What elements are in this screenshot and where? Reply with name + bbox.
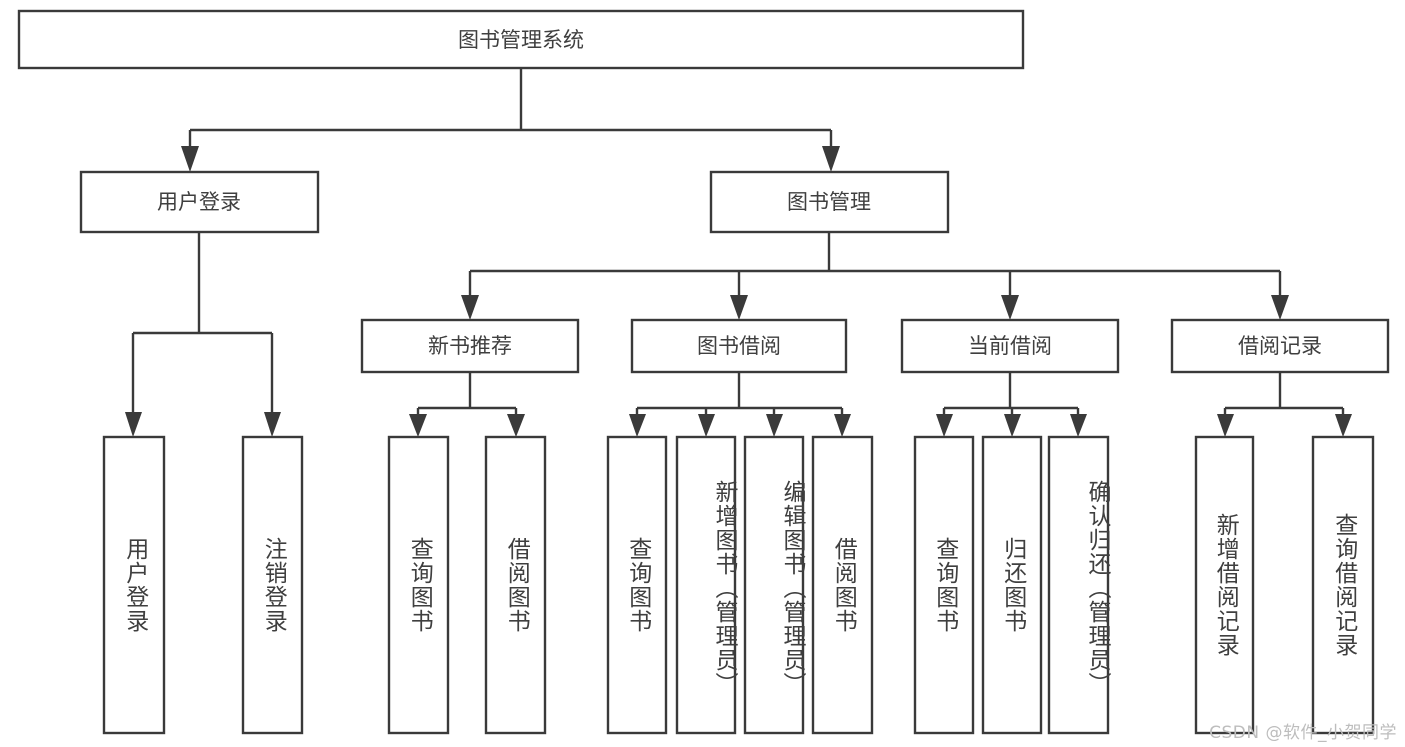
leaf-box-edit-book[interactable] (743, 435, 805, 735)
leaf-box-add-book[interactable] (675, 435, 737, 735)
node-new-book-recommend-box[interactable] (360, 318, 580, 374)
leaf-box-query-book-2[interactable] (606, 435, 668, 735)
node-new-book-recommend-label: 新书推荐 (428, 334, 512, 358)
arrowhead-leaf-confirm-return (1070, 414, 1087, 437)
arrowhead-to-current-borrow (1001, 295, 1019, 320)
arrowhead-leaf-query-book-2 (629, 414, 646, 437)
arrowhead-leaf-borrow-book-1 (507, 414, 525, 437)
node-root-label: 图书管理系统 (458, 28, 584, 52)
arrowhead-leaf-user-logout (264, 412, 281, 437)
arrowhead-leaf-add-book (698, 414, 715, 437)
leaf-box-user-logout[interactable] (241, 435, 304, 735)
node-current-borrow[interactable]: 当前借阅 (900, 318, 1120, 374)
leaf-box-confirm-return[interactable] (1047, 435, 1110, 735)
leaf-box-return-book[interactable] (981, 435, 1043, 735)
node-root[interactable]: 图书管理系统 (17, 9, 1025, 70)
node-new-book-recommend[interactable]: 新书推荐 (360, 318, 580, 374)
arrowhead-leaf-return-book (1004, 414, 1021, 437)
leaf-box-query-record[interactable] (1311, 435, 1375, 735)
node-book-borrow-label: 图书借阅 (697, 334, 781, 358)
node-borrow-record-box[interactable] (1170, 318, 1390, 374)
node-user-login-label: 用户登录 (157, 190, 241, 214)
node-book-manage-label: 图书管理 (787, 190, 871, 214)
node-borrow-record-label: 借阅记录 (1238, 334, 1322, 358)
arrowhead-leaf-query-book-3 (936, 414, 953, 437)
csdn-watermark: CSDN @软件_小贺同学 (1209, 723, 1397, 743)
node-current-borrow-box[interactable] (900, 318, 1120, 374)
leaf-box-add-record[interactable] (1194, 435, 1255, 735)
node-book-borrow-box[interactable] (630, 318, 848, 374)
arrowhead-to-user-login (181, 146, 199, 172)
arrowhead-to-book-borrow (730, 295, 748, 320)
arrowhead-leaf-add-record (1217, 414, 1234, 437)
arrowhead-leaf-query-book-1 (409, 414, 427, 437)
leaf-box-borrow-book-1[interactable] (484, 435, 547, 735)
node-book-borrow[interactable]: 图书借阅 (630, 318, 848, 374)
leaf-box-query-book-1[interactable] (387, 435, 450, 735)
node-user-login[interactable]: 用户登录 (79, 170, 320, 234)
node-borrow-record[interactable]: 借阅记录 (1170, 318, 1390, 374)
arrowhead-leaf-query-record (1335, 414, 1352, 437)
node-root-box[interactable] (17, 9, 1025, 70)
arrowhead-to-borrow-record (1271, 295, 1289, 320)
node-book-manage[interactable]: 图书管理 (709, 170, 950, 234)
leaf-box-query-book-3[interactable] (913, 435, 975, 735)
leaf-box-borrow-book-2[interactable] (811, 435, 874, 735)
node-book-manage-box[interactable] (709, 170, 950, 234)
arrowhead-to-new-book-recommend (461, 295, 479, 320)
arrowhead-leaf-borrow-book-2 (834, 414, 851, 437)
arrowhead-leaf-edit-book (766, 414, 783, 437)
arrowhead-to-book-manage (822, 146, 840, 172)
arrowhead-leaf-user-login (125, 412, 142, 437)
node-current-borrow-label: 当前借阅 (968, 334, 1052, 358)
leaf-box-user-login[interactable] (102, 435, 166, 735)
